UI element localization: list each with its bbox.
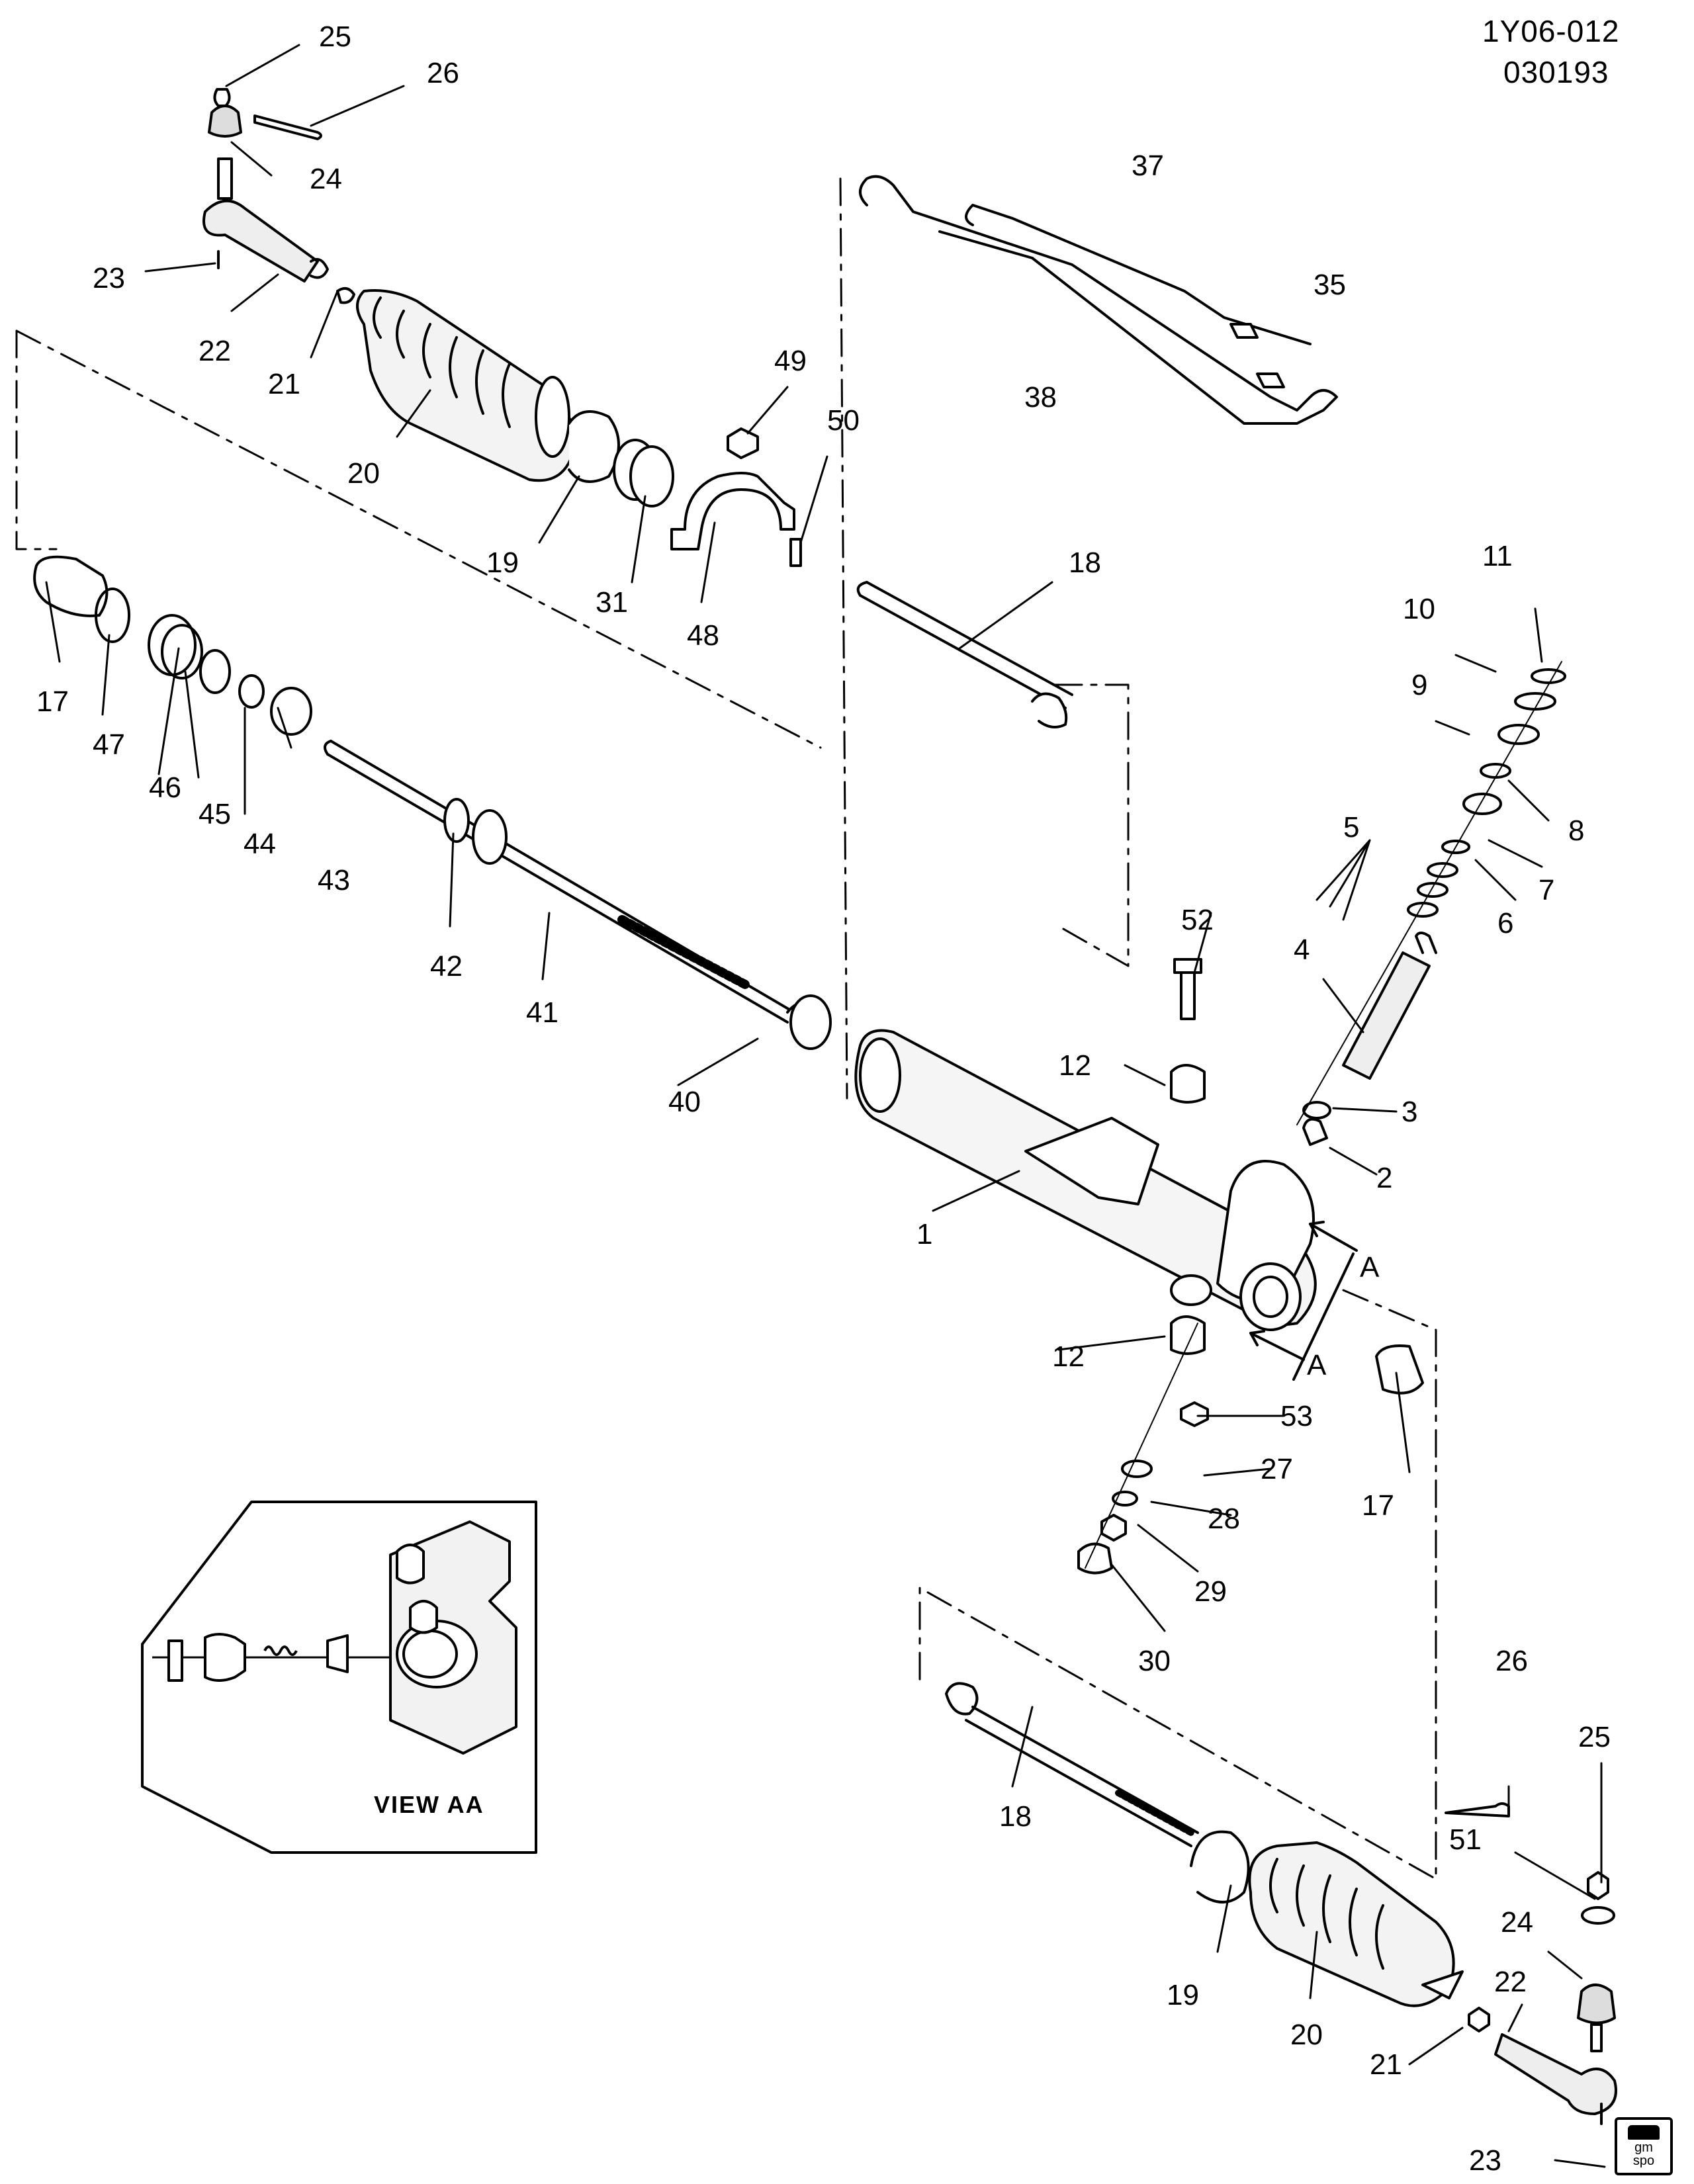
callout-8: 8 <box>1568 814 1584 847</box>
callout-20b: 20 <box>1290 2019 1323 2051</box>
assembly-dash-lines <box>15 177 1437 1880</box>
callout-41: 41 <box>526 996 558 1029</box>
callout-11: 11 <box>1482 540 1513 572</box>
callout-4: 4 <box>1294 934 1310 966</box>
rack-bushing <box>789 994 832 1050</box>
callout-52: 52 <box>1181 904 1214 936</box>
callout-24a: 24 <box>310 163 342 195</box>
callout-51: 51 <box>1449 1823 1482 1856</box>
callout-9: 9 <box>1411 669 1427 701</box>
callout-35: 35 <box>1314 269 1346 301</box>
callout-43: 43 <box>318 864 350 896</box>
mounting-clamp-assembly <box>670 427 802 567</box>
callout-17a: 17 <box>36 685 69 718</box>
callout-23b: 23 <box>1469 2144 1501 2177</box>
callout-53: 53 <box>1280 1400 1313 1432</box>
right-end-bushing <box>1375 1344 1424 1395</box>
callout-40: 40 <box>668 1086 701 1118</box>
callout-17b: 17 <box>1362 1489 1394 1522</box>
upper-boot-assembly <box>356 289 674 507</box>
callout-22a: 22 <box>199 335 231 367</box>
callout-25b: 25 <box>1578 1721 1611 1753</box>
callout-1: 1 <box>916 1218 932 1250</box>
callout-37: 37 <box>1132 150 1164 182</box>
callout-21b: 21 <box>1370 2048 1402 2081</box>
view-aa-caption: VIEW AA <box>374 1791 484 1818</box>
callout-22b: 22 <box>1494 1966 1527 1998</box>
lower-tie-rod-end-assembly <box>1445 1802 1617 2125</box>
callout-19a: 19 <box>486 546 519 579</box>
upper-inner-tie-rod <box>856 581 1073 728</box>
callout-24b: 24 <box>1501 1906 1533 1939</box>
leader-lines <box>45 44 1606 2168</box>
callout-47: 47 <box>93 728 125 761</box>
callout-6: 6 <box>1497 907 1513 939</box>
callout-44: 44 <box>244 828 276 860</box>
lower-boot-assembly <box>1190 1830 1464 2007</box>
callout-12a: 12 <box>1059 1049 1091 1082</box>
callout-49: 49 <box>774 345 807 377</box>
callout-10: 10 <box>1403 593 1435 625</box>
callout-42: 42 <box>430 950 463 983</box>
callout-26a: 26 <box>427 57 459 89</box>
view-aa-inset: VIEW AA <box>141 1501 537 1854</box>
callout-21a: 21 <box>268 368 300 400</box>
callout-3: 3 <box>1402 1096 1417 1128</box>
callout-29: 29 <box>1194 1575 1227 1608</box>
callout-31: 31 <box>596 586 628 619</box>
section-marker-a-bottom: A <box>1307 1349 1327 1381</box>
callout-18b: 18 <box>999 1800 1032 1833</box>
upper-tie-rod-end-assembly <box>202 88 355 304</box>
callout-45: 45 <box>199 798 231 830</box>
left-end-seal-parts <box>33 555 508 865</box>
callout-12b: 12 <box>1052 1340 1085 1373</box>
lower-adjuster-parts <box>1077 1323 1209 1575</box>
callout-30: 30 <box>1138 1645 1171 1677</box>
lower-inner-tie-rod <box>945 1682 1199 1847</box>
mounting-bolt-and-bushings <box>1170 958 1206 1355</box>
callout-2: 2 <box>1376 1162 1392 1194</box>
pinion-valve-parts <box>1296 661 1566 1146</box>
callout-27: 27 <box>1261 1453 1293 1485</box>
callout-7: 7 <box>1538 874 1554 906</box>
callout-28: 28 <box>1208 1503 1240 1535</box>
callout-50: 50 <box>827 404 860 437</box>
hydraulic-lines <box>859 175 1338 425</box>
callout-18a: 18 <box>1069 546 1101 579</box>
section-arrows <box>1249 1221 1358 1381</box>
callout-48: 48 <box>687 619 719 652</box>
callout-38: 38 <box>1024 381 1057 414</box>
callout-20a: 20 <box>347 457 380 490</box>
steering-gear-housing <box>854 1029 1317 1331</box>
gm-spo-logo: gm spo <box>1615 2117 1673 2175</box>
callout-46: 46 <box>149 771 181 804</box>
date-code: 030193 <box>1503 55 1609 89</box>
callout-25a: 25 <box>319 21 351 53</box>
callout-26b: 26 <box>1495 1645 1528 1677</box>
steering-rack-shaft <box>324 740 818 1030</box>
callout-23a: 23 <box>93 262 125 294</box>
callout-5: 5 <box>1343 811 1359 844</box>
diagram-id: 1Y06-012 <box>1482 14 1620 48</box>
callout-19b: 19 <box>1167 1979 1199 2011</box>
section-marker-a-top: A <box>1360 1251 1380 1284</box>
